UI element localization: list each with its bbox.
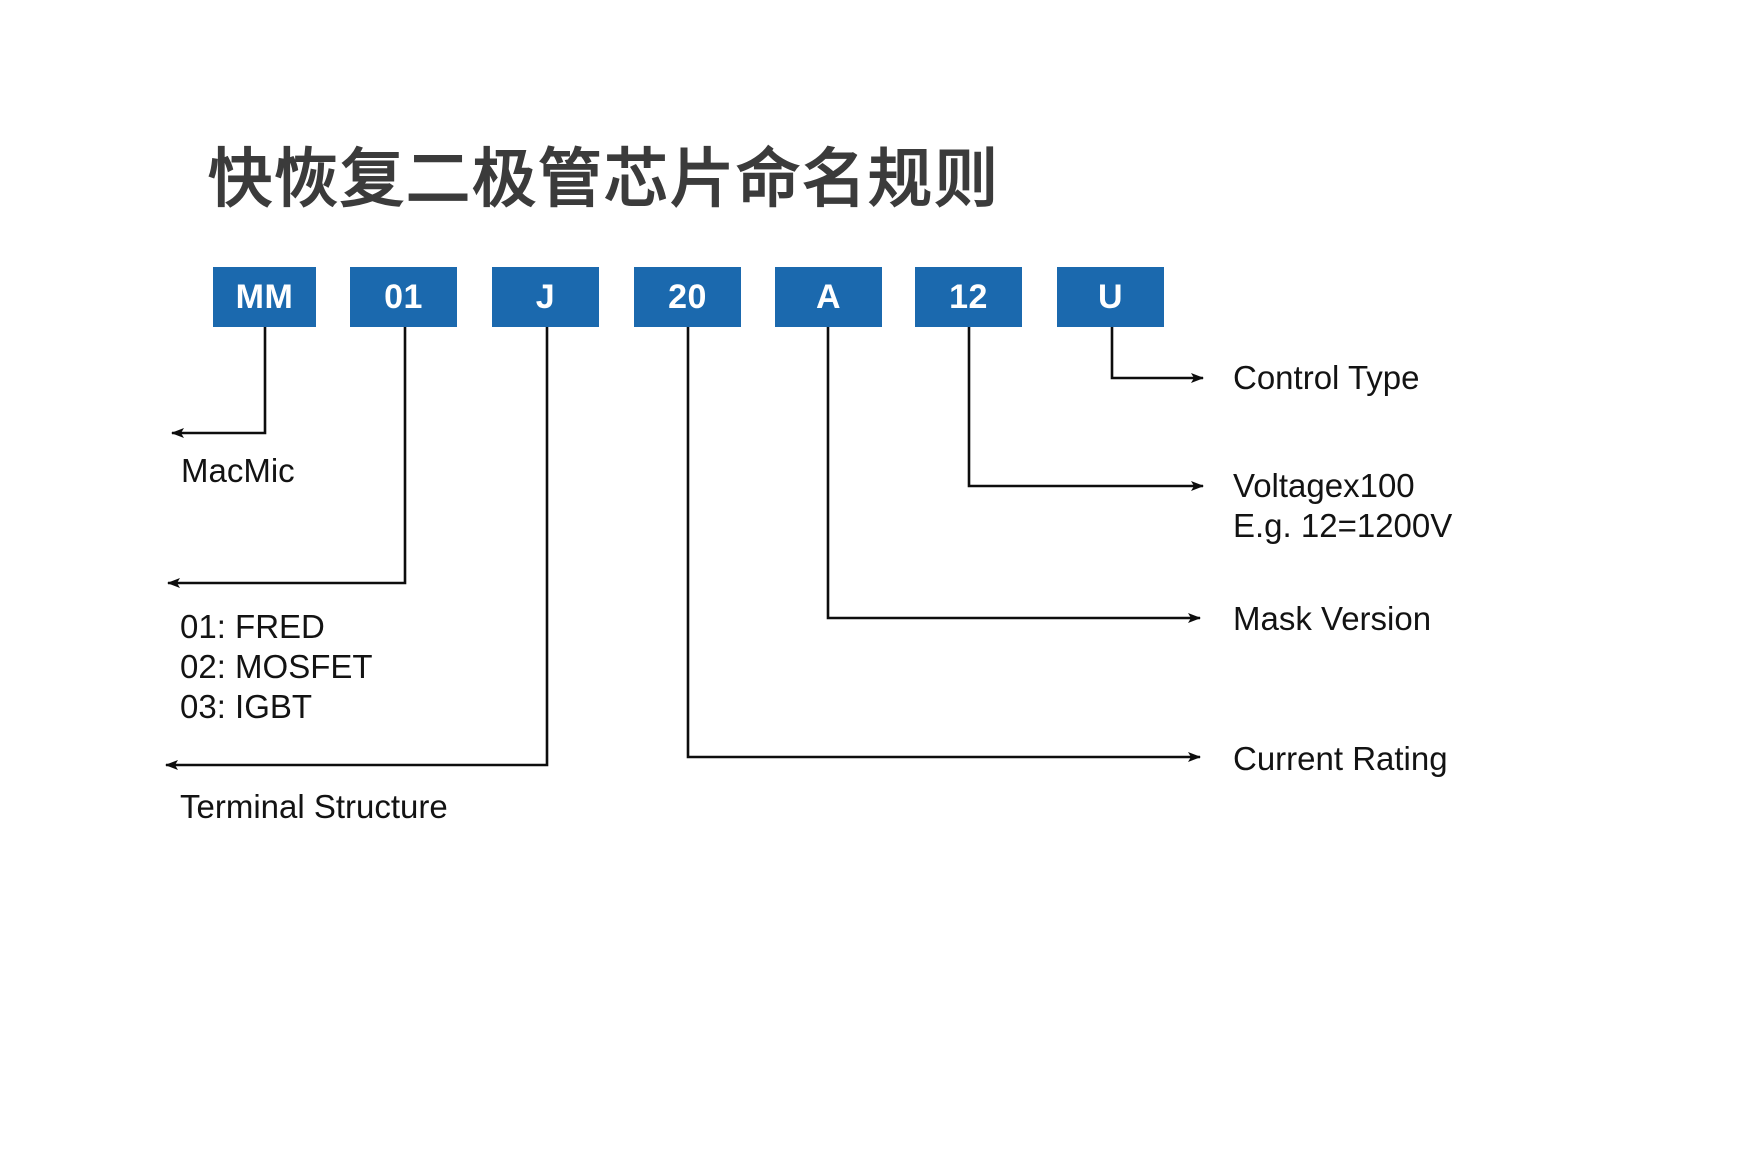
page-title: 快恢复二极管芯片命名规则 (208, 143, 1000, 217)
callout-mask: Mask Version (1233, 600, 1432, 637)
code-box-voltage[interactable]: 12 (915, 267, 1022, 327)
callout-voltage-line1: Voltagex100 (1233, 467, 1415, 504)
code-box-product-family[interactable]: 01 (350, 267, 457, 327)
leader-control (1110, 327, 1204, 383)
callout-product-family-line3: 03: IGBT (180, 688, 313, 725)
code-box-control[interactable]: U (1057, 267, 1164, 327)
code-box-current[interactable]: 20 (634, 267, 741, 327)
code-box-terminal[interactable]: J (492, 267, 599, 327)
callout-control: Control Type (1233, 359, 1420, 396)
callout-product-family-line2: 02: MOSFET (180, 648, 373, 685)
callout-terminal: Terminal Structure (180, 788, 448, 825)
code-box-mask[interactable]: A (775, 267, 882, 327)
code-box-brand[interactable]: MM (213, 267, 316, 327)
callout-voltage-line2: E.g. 12=1200V (1233, 507, 1453, 544)
leader-voltage (967, 327, 1204, 491)
callout-current: Current Rating (1233, 740, 1448, 777)
callout-brand: MacMic (181, 452, 295, 489)
callout-product-family-line1: 01: FRED (180, 608, 325, 645)
leader-brand (171, 327, 267, 438)
leader-current (686, 327, 1201, 762)
leader-mask (826, 327, 1201, 623)
